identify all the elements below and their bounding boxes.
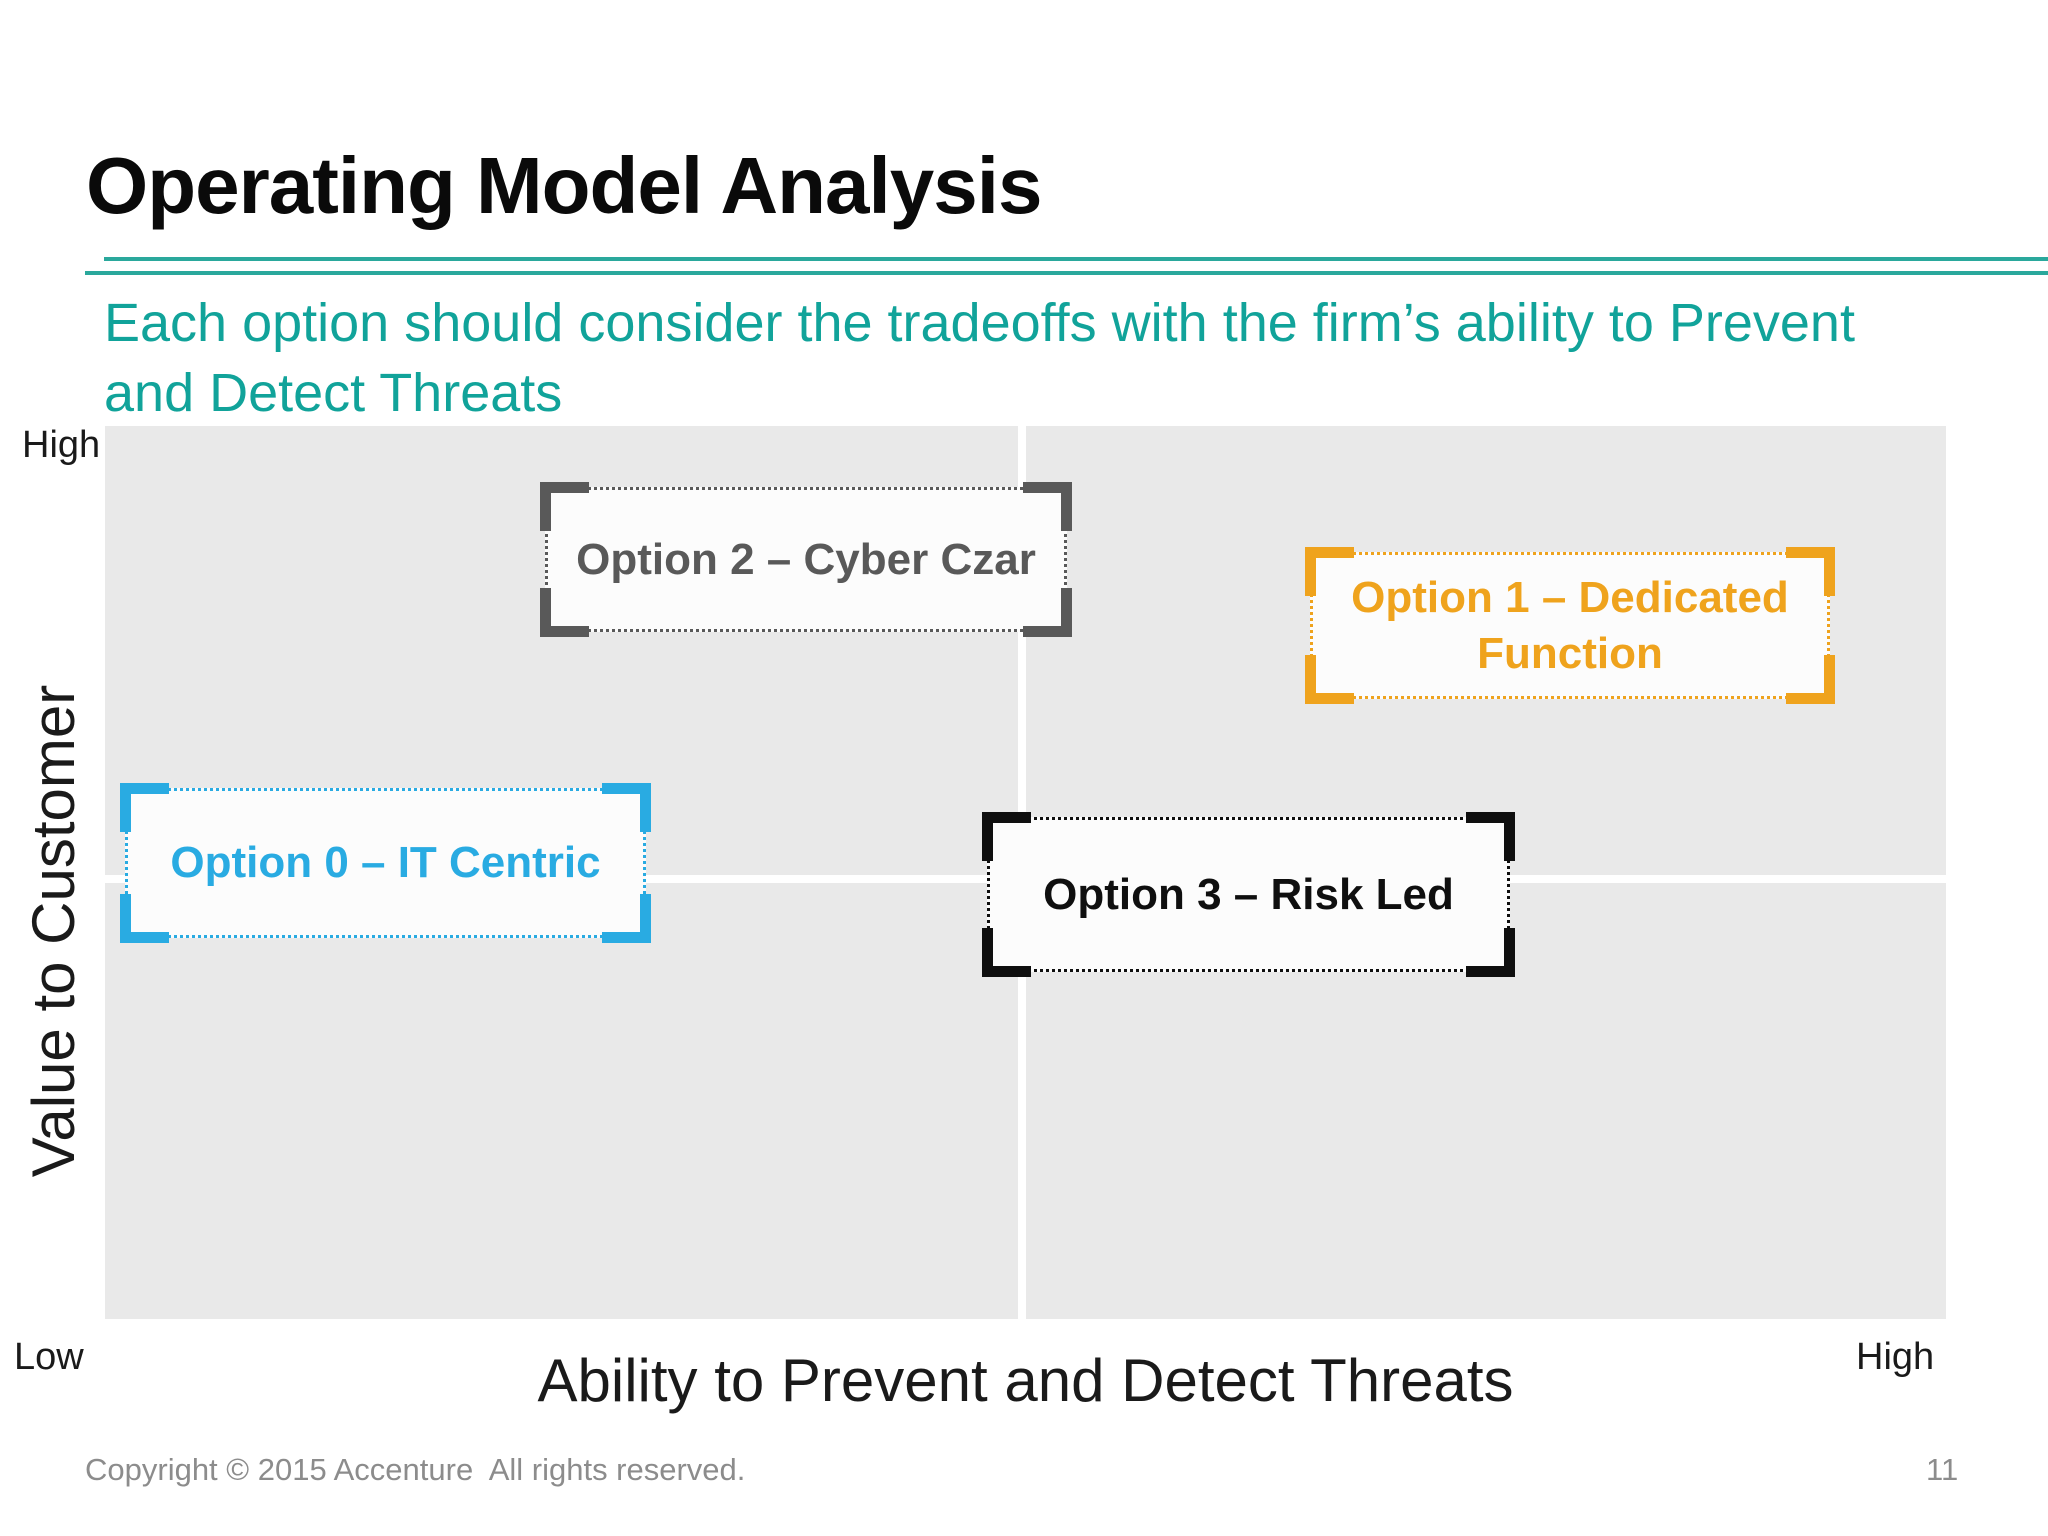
corner-bracket-bottom-left <box>982 928 1031 977</box>
corner-bracket-bottom-right <box>602 894 651 943</box>
origin-low-label: Low <box>14 1336 84 1378</box>
option-1-dedicated-function-box: Option 1 – Dedicated Function <box>1305 547 1835 704</box>
corner-bracket-bottom-right <box>1466 928 1515 977</box>
option-1-label-line-2: Function <box>1477 628 1663 678</box>
option-3-risk-led-box: Option 3 – Risk Led <box>982 812 1515 977</box>
corner-bracket-bottom-right <box>1786 655 1835 704</box>
corner-bracket-bottom-left <box>540 588 589 637</box>
corner-bracket-bottom-left <box>1305 655 1354 704</box>
title-rule-top <box>104 257 2048 261</box>
subtitle-line-2: and Detect Threats <box>104 363 563 423</box>
y-axis-title: Value to Customer <box>20 684 87 1178</box>
x-axis-title: Ability to Prevent and Detect Threats <box>537 1347 1514 1414</box>
x-axis-high-label: High <box>1856 1336 1935 1378</box>
corner-bracket-top-left <box>1305 547 1354 596</box>
y-axis-high-label: High <box>22 424 101 466</box>
option-3-label: Option 3 – Risk Led <box>1043 869 1454 919</box>
corner-bracket-top-right <box>1466 812 1515 861</box>
corner-bracket-top-right <box>1786 547 1835 596</box>
option-0-label: Option 0 – IT Centric <box>170 838 601 887</box>
slide-subtitle: Each option should consider the tradeoff… <box>104 288 1855 428</box>
corner-bracket-bottom-right <box>1023 588 1072 637</box>
option-2-label: Option 2 – Cyber Czar <box>576 534 1036 584</box>
copyright-text: Copyright © 2015 Accenture All rights re… <box>85 1452 746 1487</box>
corner-bracket-bottom-left <box>120 894 169 943</box>
corner-bracket-top-left <box>982 812 1031 861</box>
page-title: Operating Model Analysis <box>86 141 1042 230</box>
corner-bracket-top-left <box>540 482 589 531</box>
option-2-cyber-czar-box: Option 2 – Cyber Czar <box>540 482 1072 637</box>
corner-bracket-top-left <box>120 783 169 832</box>
title-rule-bottom <box>85 271 2048 275</box>
corner-bracket-top-right <box>602 783 651 832</box>
subtitle-line-1: Each option should consider the tradeoff… <box>104 293 1855 353</box>
page-number: 11 <box>1926 1452 1959 1487</box>
option-1-label-line-1: Option 1 – Dedicated <box>1351 572 1789 622</box>
option-0-it-centric-box: Option 0 – IT Centric <box>120 783 651 943</box>
corner-bracket-top-right <box>1023 482 1072 531</box>
